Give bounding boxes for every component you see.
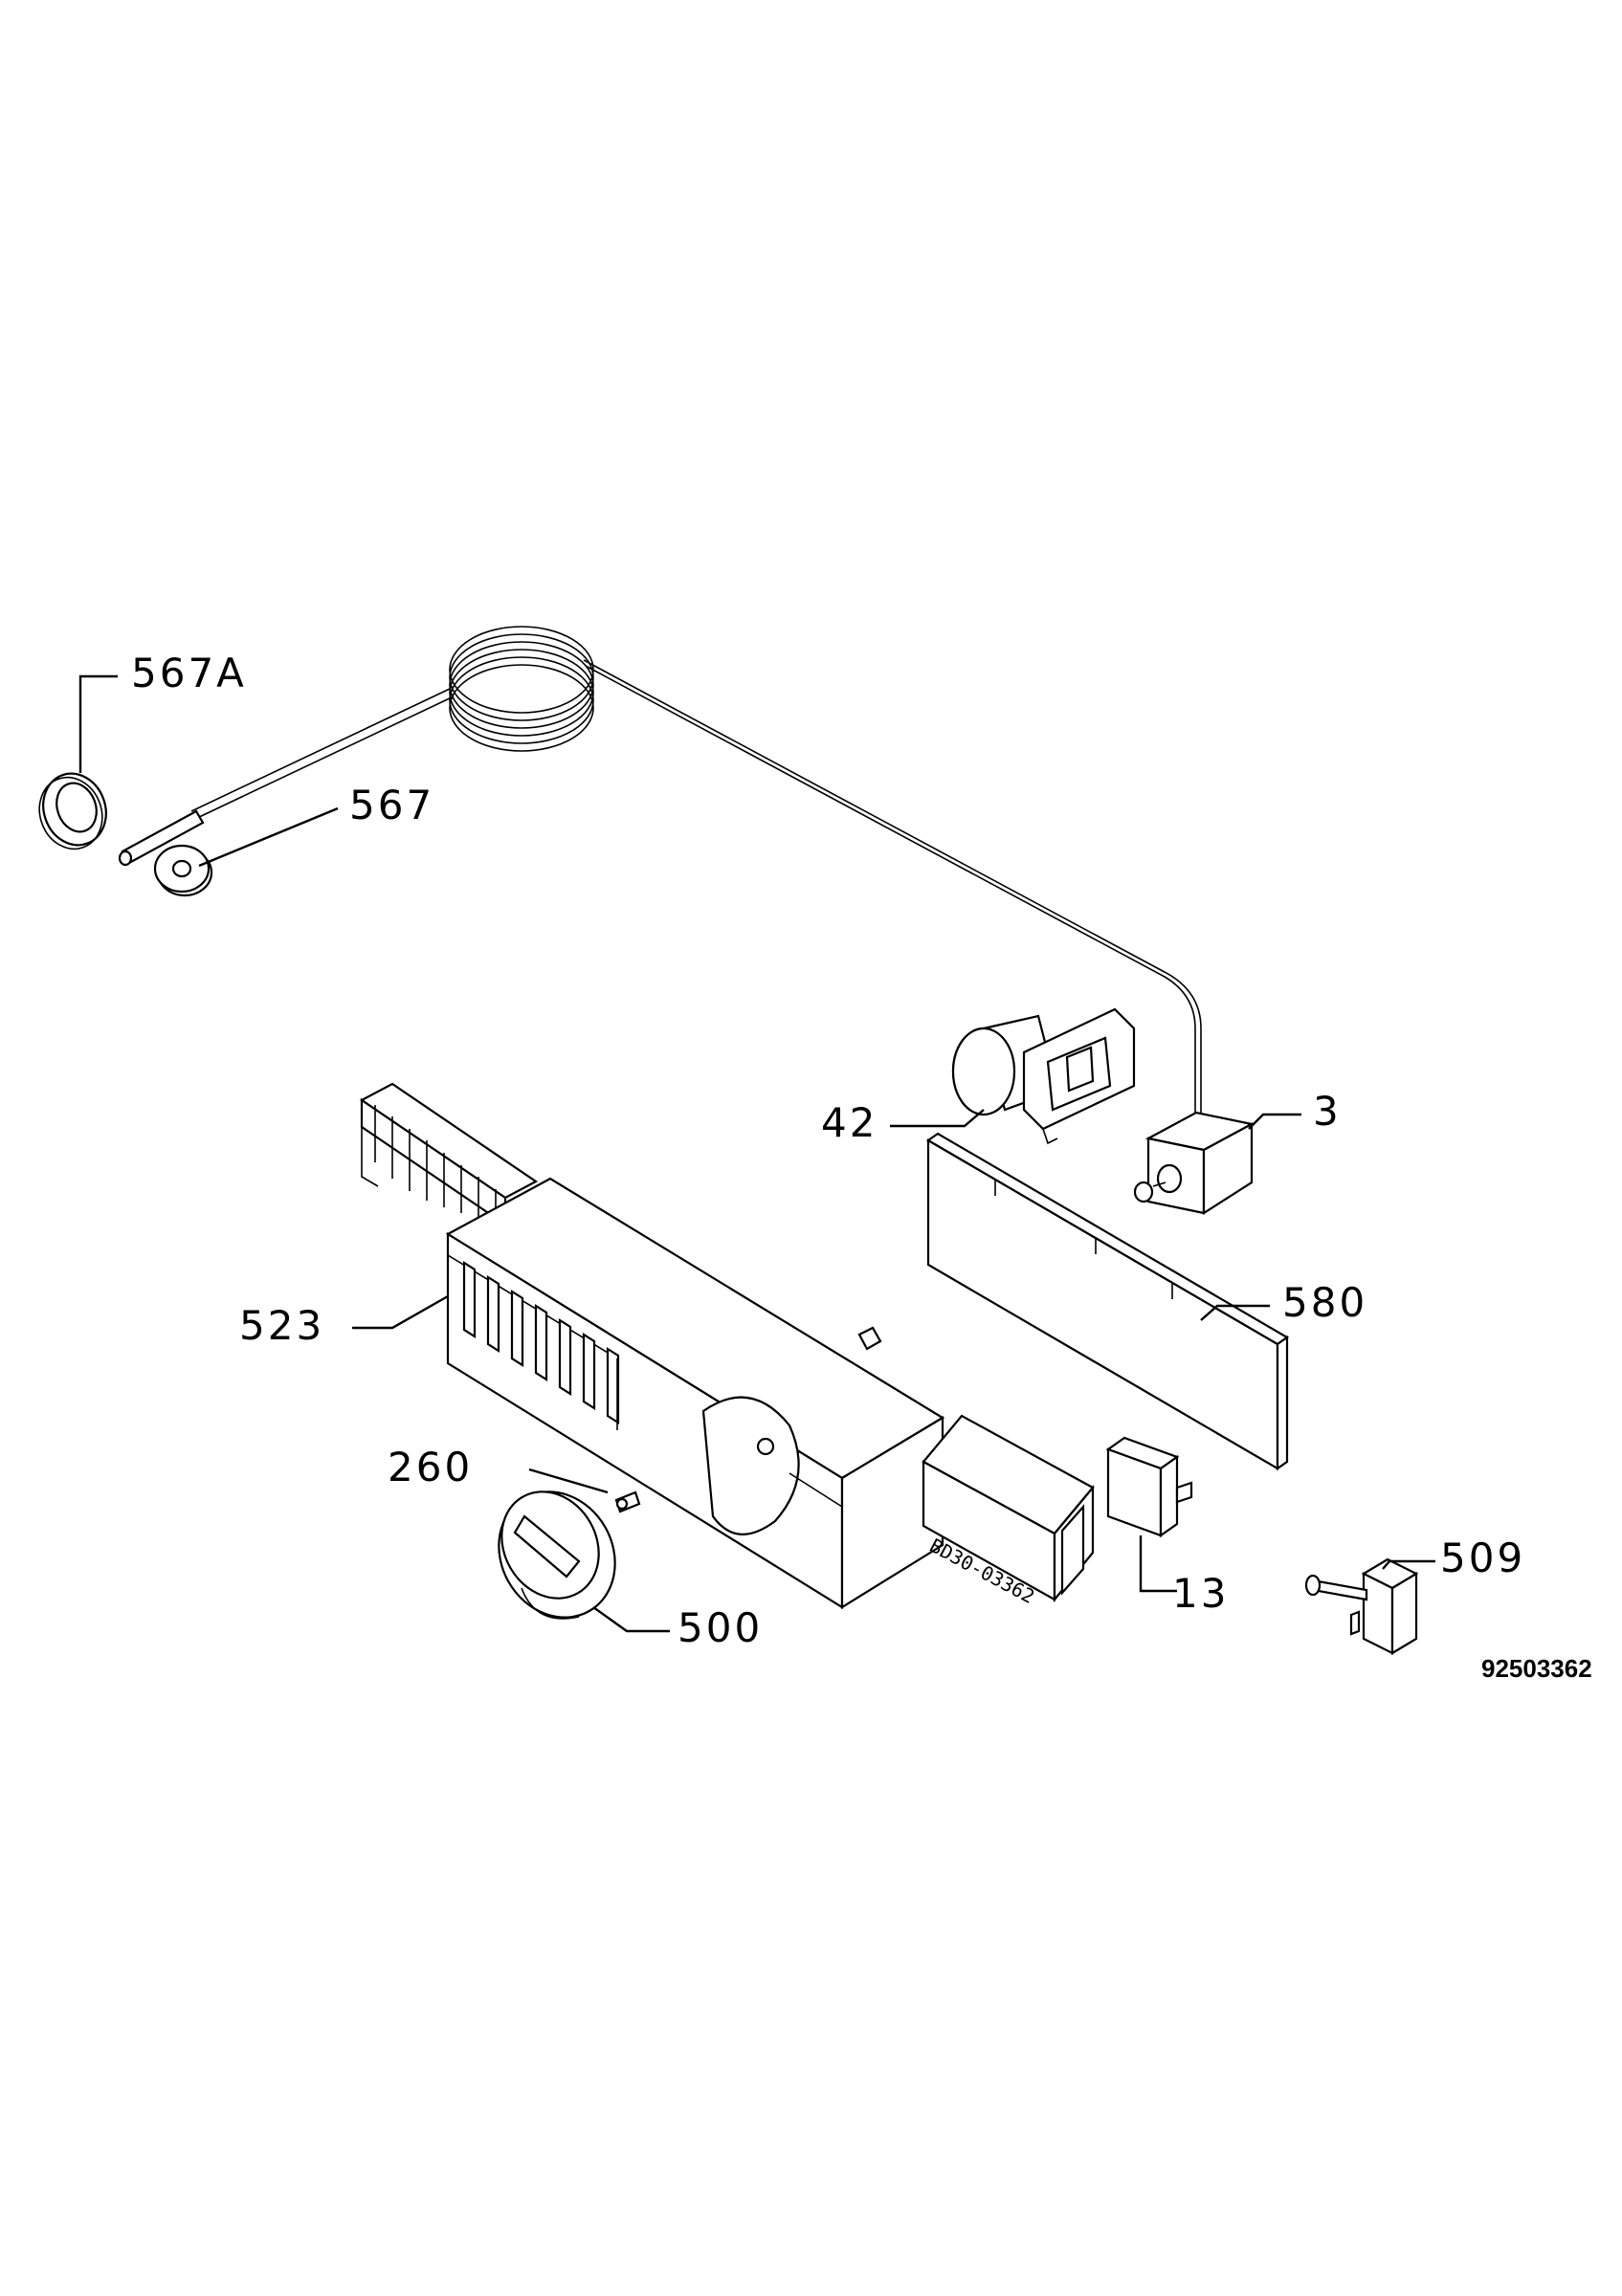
callout-580: 580 xyxy=(1282,1279,1367,1326)
callout-500: 500 xyxy=(678,1604,763,1651)
washer-567 xyxy=(153,844,213,897)
callout-260: 260 xyxy=(388,1444,473,1490)
callout-42: 42 xyxy=(821,1099,878,1146)
cover-plate-580 xyxy=(925,1132,1290,1471)
thermostat-3 xyxy=(1133,1111,1255,1216)
lamp-holder-42 xyxy=(951,1007,1136,1145)
callout-3: 3 xyxy=(1313,1088,1342,1135)
callout-567: 567 xyxy=(349,782,434,828)
control-housing-523 xyxy=(359,1082,945,1609)
clip-509 xyxy=(1304,1557,1419,1655)
capillary-tube xyxy=(118,626,1202,1115)
clip-ring-567a xyxy=(38,772,107,850)
callout-523: 523 xyxy=(239,1302,324,1349)
callout-567a: 567A xyxy=(131,650,247,696)
screw-260 xyxy=(614,1490,641,1513)
callout-13: 13 xyxy=(1172,1570,1229,1617)
switch-13 xyxy=(1105,1436,1193,1538)
connector-block xyxy=(922,1414,1095,1603)
knob-500 xyxy=(498,1490,616,1620)
callout-509: 509 xyxy=(1440,1534,1525,1581)
document-number: 92503362 xyxy=(1481,1654,1592,1683)
leader-lines xyxy=(78,674,1435,1633)
